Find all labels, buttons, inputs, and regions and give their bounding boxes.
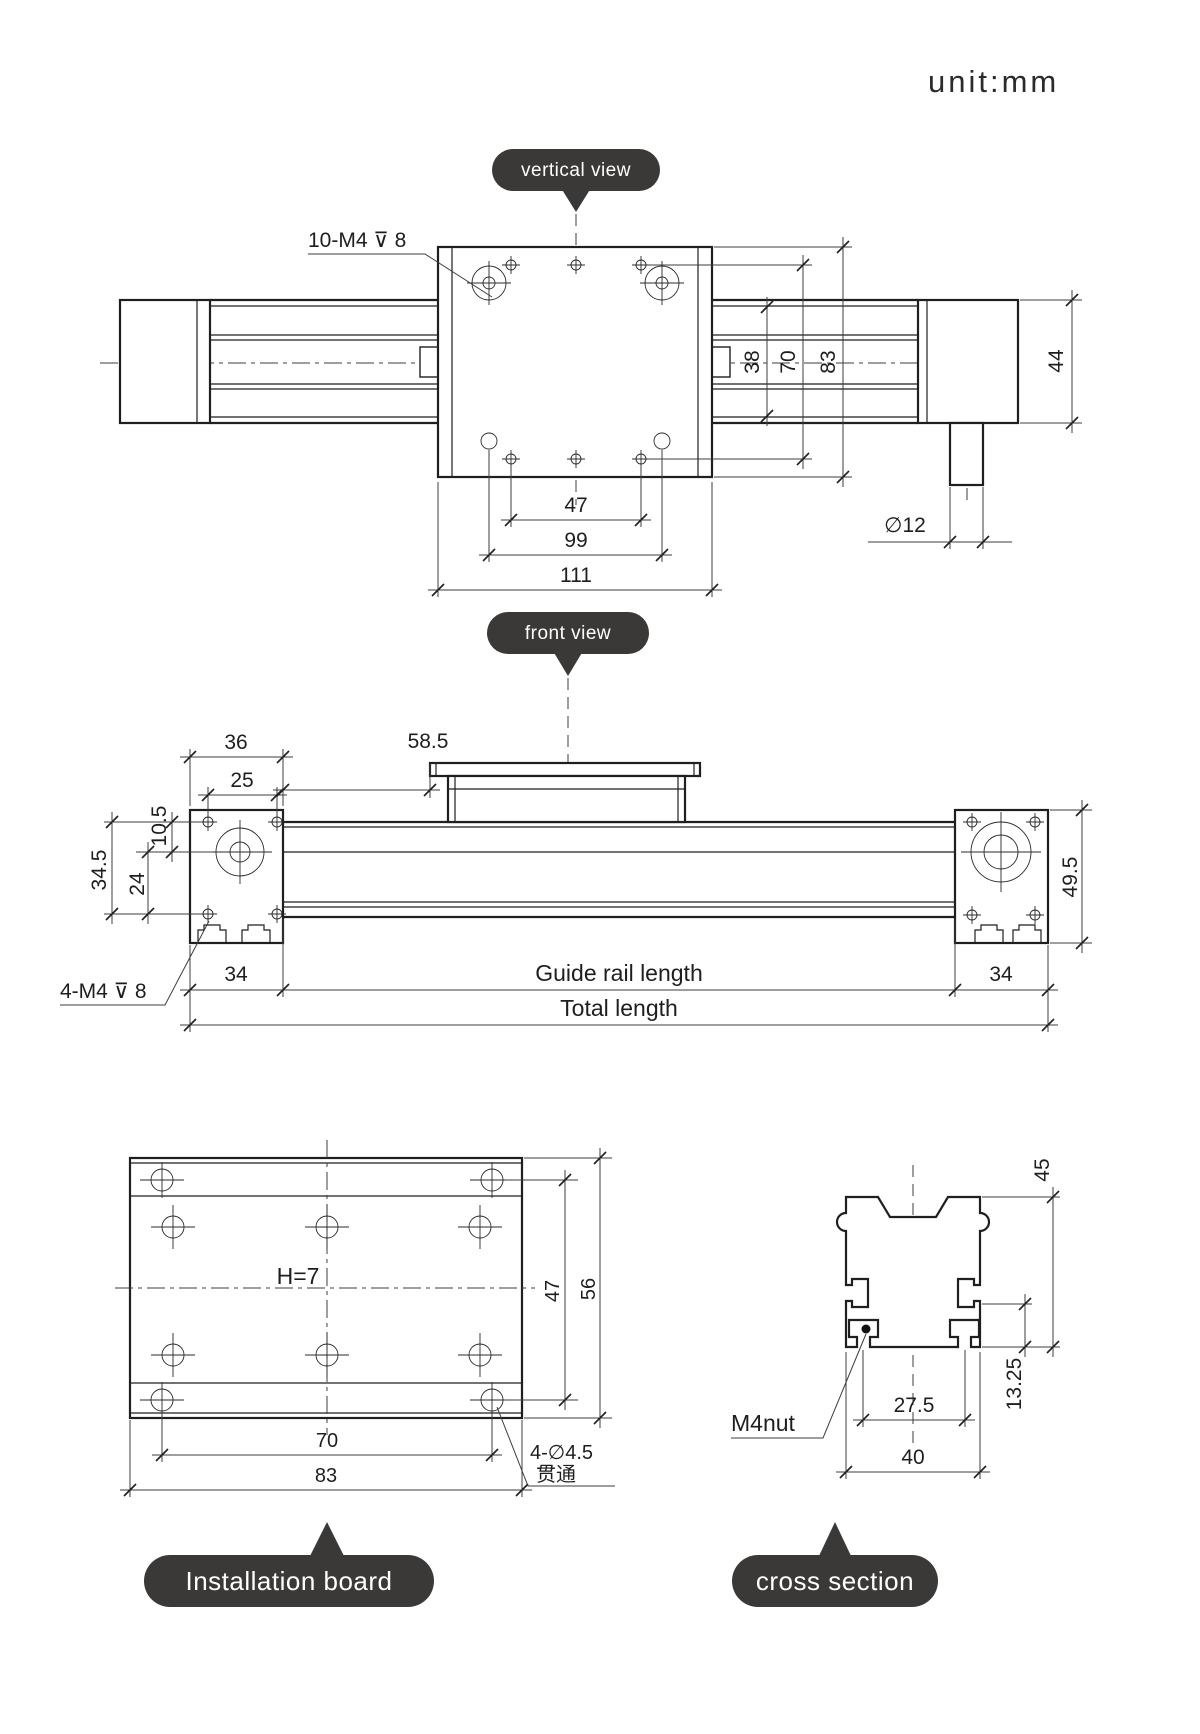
- bubble-shape: [487, 612, 649, 654]
- guide-rail-front: [283, 820, 955, 919]
- dim-38: 38: [741, 350, 764, 373]
- installation-board-label-bubble: Installation board: [144, 1522, 434, 1607]
- thread-callout-leader: 10-M4 ⊽ 8: [308, 229, 493, 298]
- vertical-view-label-bubble: vertical view: [492, 149, 660, 212]
- dim-36: 36: [224, 731, 247, 754]
- carriage-plate-top: [436, 245, 714, 479]
- t-slot-notches: [974, 924, 1042, 943]
- dim-47: 47: [542, 1280, 564, 1302]
- dim-13-25: 13.25: [1003, 1358, 1026, 1411]
- m4-nut-dot: [861, 1324, 871, 1334]
- board-holes: [140, 1162, 514, 1418]
- extrusion-profile: [835, 1195, 991, 1349]
- left-end-block-top: [118, 298, 212, 425]
- left-end-block-front: [188, 808, 286, 945]
- right-end-block-top: [916, 298, 1020, 487]
- vertical-view: vertical view: [100, 149, 1082, 597]
- bubble-pointer-icon: [553, 651, 583, 676]
- view-label: vertical view: [521, 160, 631, 181]
- view-label: front view: [525, 623, 611, 644]
- dim-58-5: 58.5: [408, 730, 449, 753]
- dim-24: 24: [126, 872, 149, 896]
- view-label: Installation board: [185, 1566, 392, 1596]
- bubble-pointer-icon: [309, 1522, 345, 1558]
- cross-section-label-bubble: cross section: [732, 1522, 938, 1607]
- dim-99: 99: [564, 529, 587, 552]
- bubble-shape: [144, 1555, 434, 1607]
- bubble-shape: [492, 149, 660, 191]
- thread-callout-leader: 4-M4 ⊽ 8: [60, 920, 210, 1006]
- dim-total-length: Total length: [560, 995, 678, 1021]
- left-stopper: [419, 346, 439, 378]
- bubble-pointer-icon: [818, 1522, 852, 1558]
- view-label: cross section: [756, 1566, 914, 1596]
- installation-board-view: H=7 47 56 70 83 4-∅4.5 贯通 Installation b: [115, 1140, 615, 1607]
- front-view: front view: [60, 612, 1092, 1032]
- dim-83: 83: [817, 350, 840, 373]
- bubble-shape: [732, 1555, 938, 1607]
- dim-guide-rail-length: Guide rail length: [535, 960, 703, 986]
- cross-section-dimensions: 45 13.25 27.5 40 M4nut: [731, 1158, 1060, 1479]
- guide-rail-top-view: [210, 298, 918, 425]
- dim-34-left: 34: [224, 963, 248, 986]
- bubble-pointer-icon: [561, 188, 591, 212]
- dim-47: 47: [564, 494, 587, 517]
- cross-section-view: 45 13.25 27.5 40 M4nut cross section: [731, 1158, 1060, 1607]
- dim-45: 45: [1031, 1158, 1054, 1181]
- nut-callout-leader: M4nut: [731, 1333, 867, 1439]
- hole-callout-leader: 4-∅4.5 贯通: [496, 1406, 615, 1487]
- dim-34-5: 34.5: [88, 850, 111, 891]
- thread-callout: 4-M4 ⊽ 8: [60, 980, 147, 1003]
- nut-callout: M4nut: [731, 1410, 796, 1436]
- dim-83: 83: [315, 1465, 337, 1487]
- threaded-holes: [502, 256, 650, 468]
- hole-callout-line2: 贯通: [536, 1463, 576, 1486]
- vertical-view-dimensions: 47 99 111 38 70 83 44 ∅12: [428, 237, 1082, 597]
- right-end-block-front: [953, 808, 1050, 945]
- dim-40: 40: [901, 1446, 924, 1469]
- front-view-label-bubble: front view: [487, 612, 649, 676]
- dim-10-5: 10.5: [148, 806, 171, 847]
- dim-shaft-dia: ∅12: [884, 514, 926, 537]
- board-dimensions: 47 56 70 83 4-∅4.5 贯通: [120, 1148, 615, 1497]
- dim-111: 111: [560, 564, 592, 587]
- unit-label: unit:mm: [928, 64, 1059, 99]
- dim-49-5: 49.5: [1059, 857, 1082, 898]
- dim-70: 70: [316, 1430, 338, 1452]
- thread-callout: 10-M4 ⊽ 8: [308, 229, 406, 252]
- dim-56: 56: [578, 1278, 600, 1300]
- carriage-front: [428, 761, 702, 824]
- dim-34-right: 34: [989, 963, 1013, 986]
- dim-27-5: 27.5: [894, 1394, 935, 1417]
- front-view-dimensions: 36 25 58.5 10.5 24 34.5 49.5 34 Gui: [60, 730, 1092, 1032]
- motor-shaft: [948, 421, 985, 487]
- dim-44: 44: [1045, 349, 1068, 373]
- t-slot-notches: [197, 924, 271, 943]
- dim-25: 25: [230, 769, 253, 792]
- hole-callout-line1: 4-∅4.5: [530, 1442, 593, 1464]
- right-stopper: [711, 346, 731, 378]
- height-note: H=7: [277, 1263, 320, 1289]
- dim-70: 70: [777, 350, 800, 373]
